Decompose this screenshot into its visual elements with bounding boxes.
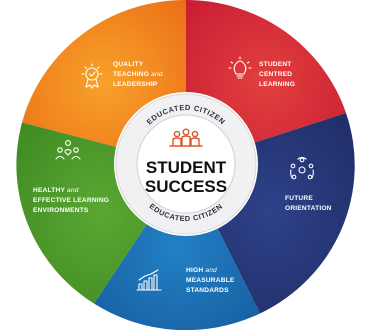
label-future-orientation: FUTURE ORIENTATION — [285, 195, 332, 212]
center-inner-disc — [136, 114, 236, 214]
lightbulb-icon — [228, 56, 252, 79]
label-student-centred: STUDENT CENTRED LEARNING — [259, 61, 295, 88]
bar-chart-icon — [136, 269, 162, 291]
label-healthy-environments: HEALTHY and EFFECTIVE LEARNING ENVIRONME… — [33, 187, 111, 214]
label-high-standards: HIGH and MEASURABLE STANDARDS — [186, 267, 237, 294]
center-title-line2: SUCCESS — [145, 177, 227, 196]
people-group-icon — [169, 128, 203, 147]
label-quality-teaching: QUALITY TEACHING and LEADERSHIP — [113, 61, 165, 88]
network-cycle-icon — [290, 156, 314, 180]
community-icon — [55, 140, 81, 160]
award-medal-icon — [81, 63, 103, 89]
center-title-line1: STUDENT — [146, 158, 227, 177]
segment-high-standards — [94, 165, 260, 330]
